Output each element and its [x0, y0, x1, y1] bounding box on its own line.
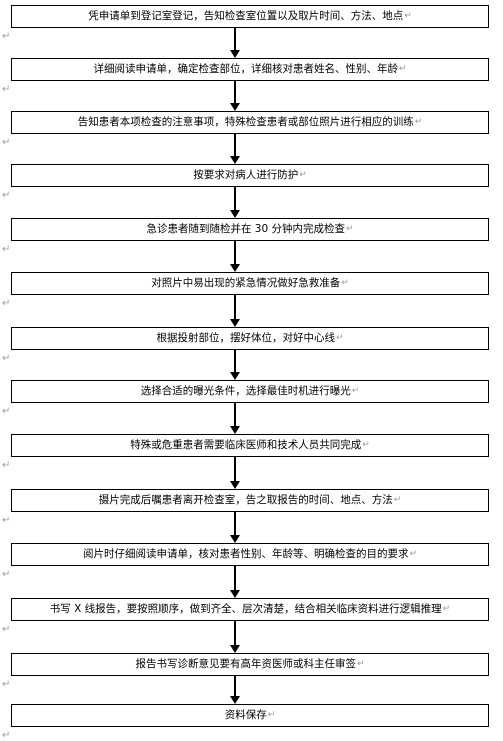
flow-step-label: 按要求对病人进行防护 — [193, 169, 299, 182]
arrow-down-icon — [230, 481, 240, 489]
flow-step-13: 报告书写诊断意见要有高年资医师或科主任审签↵ — [11, 653, 489, 676]
paragraph-mark-icon: ↵ — [414, 117, 423, 127]
connector-line — [234, 241, 236, 264]
return-mark-icon: ↵ — [2, 244, 11, 255]
paragraph-mark-icon: ↵ — [299, 170, 307, 180]
arrow-down-icon — [230, 50, 240, 58]
paragraph-mark-icon: ↵ — [442, 604, 451, 614]
arrow-down-icon — [230, 426, 240, 434]
return-mark-icon: ↵ — [2, 406, 11, 417]
paragraph-mark-icon: ↵ — [404, 11, 412, 21]
arrow-down-icon — [230, 645, 240, 653]
flow-step-label: 对照片中易出现的紧急情况做好急救准备 — [151, 277, 341, 290]
return-mark-icon: ↵ — [2, 515, 11, 526]
flow-step-label: 详细阅读申请单，确定检查部位，详细核对患者姓名、性别、年龄 — [93, 63, 398, 76]
paragraph-mark-icon: ↵ — [341, 278, 349, 288]
flow-step-12: 书写 X 线报告，要按照顺序，做到齐全、层次清楚，结合相关临床资料进行逻辑推理↵ — [11, 598, 489, 621]
arrow-down-icon — [230, 535, 240, 543]
return-mark-icon: ↵ — [2, 460, 11, 471]
return-mark-icon: ↵ — [2, 569, 11, 580]
flow-step-10: 摄片完成后嘱患者离开检查室，告之取报告的时间、地点、方法↵ — [11, 489, 489, 512]
flow-step-14: 资料保存↵ — [11, 704, 489, 727]
arrow-down-icon — [230, 590, 240, 598]
return-mark-icon: ↵ — [2, 679, 11, 690]
flow-step-6: 对照片中易出现的紧急情况做好急救准备↵ — [11, 272, 489, 295]
flow-step-1: 凭申请单到登记室登记，告知检查室位置以及取片时间、方法、地点↵ — [11, 5, 489, 28]
return-mark-icon: ↵ — [2, 84, 11, 95]
arrow-down-icon — [230, 264, 240, 272]
arrow-down-icon — [230, 210, 240, 218]
connector-line — [234, 403, 236, 426]
flow-step-4: 按要求对病人进行防护↵ — [11, 164, 489, 187]
paragraph-mark-icon: ↵ — [398, 64, 407, 74]
flow-step-label: 凭申请单到登记室登记，告知检查室位置以及取片时间、方法、地点 — [88, 10, 404, 23]
return-mark-icon: ↵ — [2, 31, 11, 42]
flow-step-label: 书写 X 线报告，要按照顺序，做到齐全、层次清楚，结合相关临床资料进行逻辑推理 — [49, 603, 442, 616]
flow-step-2: 详细阅读申请单，确定检查部位，详细核对患者姓名、性别、年龄↵ — [11, 58, 489, 81]
return-mark-icon: ↵ — [2, 353, 11, 364]
paragraph-mark-icon: ↵ — [356, 659, 365, 669]
return-mark-icon: ↵ — [2, 298, 11, 309]
connector-line — [234, 512, 236, 535]
return-mark-icon: ↵ — [2, 190, 11, 201]
connector-line — [234, 28, 236, 50]
arrow-down-icon — [230, 156, 240, 164]
flow-step-label: 根据投射部位，摆好体位，对好中心线 — [156, 332, 335, 345]
flow-step-label: 选择合适的曝光条件，选择最佳时机进行曝光 — [140, 385, 351, 398]
paragraph-mark-icon: ↵ — [362, 440, 370, 450]
arrow-down-icon — [230, 319, 240, 327]
flow-step-label: 告知患者本项检查的注意事项，特殊检查患者或部位照片进行相应的训练 — [77, 116, 414, 129]
connector-line — [234, 350, 236, 372]
flow-step-7: 根据投射部位，摆好体位，对好中心线↵ — [11, 327, 489, 350]
connector-line — [234, 134, 236, 156]
arrow-down-icon — [230, 103, 240, 111]
return-mark-icon: ↵ — [2, 624, 11, 635]
paragraph-mark-icon: ↵ — [409, 549, 418, 559]
flow-step-label: 报告书写诊断意见要有高年资医师或科主任审签 — [135, 658, 356, 671]
flow-step-9: 特殊或危重患者需要临床医师和技术人员共同完成↵ — [11, 434, 489, 457]
paragraph-mark-icon: ↵ — [351, 386, 360, 396]
connector-line — [234, 81, 236, 103]
return-mark-icon: ↵ — [2, 730, 11, 741]
connector-line — [234, 566, 236, 590]
arrow-down-icon — [230, 372, 240, 380]
connector-line — [234, 621, 236, 645]
flow-step-8: 选择合适的曝光条件，选择最佳时机进行曝光↵ — [11, 380, 489, 403]
connector-line — [234, 295, 236, 319]
connector-line — [234, 457, 236, 481]
paragraph-mark-icon: ↵ — [393, 495, 402, 505]
connector-line — [234, 676, 236, 696]
flow-step-5: 急诊患者随到随检并在 30 分钟内完成检查↵ — [11, 218, 489, 241]
paragraph-mark-icon: ↵ — [335, 333, 344, 343]
paragraph-mark-icon: ↵ — [267, 710, 276, 720]
flow-step-label: 特殊或危重患者需要临床医师和技术人员共同完成 — [130, 439, 362, 452]
paragraph-mark-icon: ↵ — [346, 224, 354, 234]
connector-line — [234, 187, 236, 210]
return-mark-icon: ↵ — [2, 137, 11, 148]
flow-step-label: 阅片时仔细阅读申请单，核对患者性别、年龄等、明确检查的目的要求 — [82, 548, 409, 561]
flow-step-3: 告知患者本项检查的注意事项，特殊检查患者或部位照片进行相应的训练↵ — [11, 111, 489, 134]
arrow-down-icon — [230, 696, 240, 704]
flow-step-label: 资料保存 — [224, 709, 267, 722]
flow-step-11: 阅片时仔细阅读申请单，核对患者性别、年龄等、明确检查的目的要求↵ — [11, 543, 489, 566]
flow-step-label: 急诊患者随到随检并在 30 分钟内完成检查 — [146, 223, 345, 236]
flow-step-label: 摄片完成后嘱患者离开检查室，告之取报告的时间、地点、方法 — [98, 494, 393, 507]
